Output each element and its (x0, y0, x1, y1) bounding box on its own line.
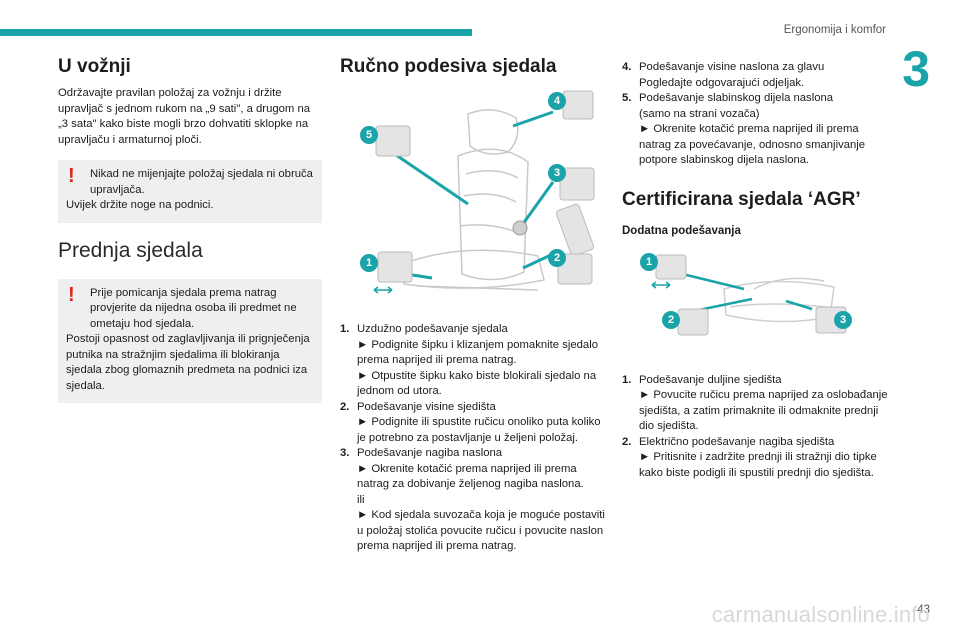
warning-box-2: ! Prije pomicanja sjedala prema natrag p… (58, 278, 322, 403)
warning-exclamation-icon: ! (68, 165, 75, 187)
agr-subtitle: Dodatna podešavanja (622, 224, 741, 237)
agr-seat-drawing (651, 254, 847, 335)
callout-2: 2 (548, 249, 566, 267)
callout-5: 5 (360, 126, 378, 144)
warning-1-text: Nikad ne mijenjajte položaj sjedala ni o… (90, 168, 313, 196)
warning-2-text: Prije pomicanja sjedala prema natrag pro… (90, 286, 297, 330)
column-middle: Ručno podesiva sjedala (340, 56, 606, 555)
page-number: 43 (917, 604, 930, 616)
list-item: 2.Podešavanje visine sjedišta► Podignite… (340, 400, 601, 444)
warning-1-rest: Uvijek držite noge na podnici. (66, 199, 214, 211)
manual-seat-steps: 1.Uzdužno podešavanje sjedala► Podignite… (340, 322, 606, 555)
list-item: 1.Podešavanje duljine sjedišta► Povucite… (622, 373, 888, 433)
warning-2-rest: Postoji opasnost od zaglavljivanja ili p… (66, 333, 310, 392)
agr-callout-2: 2 (662, 310, 680, 329)
callout-4: 4 (548, 92, 566, 110)
section-title-agr-seats: Certificirana sjedala ‘AGR’ (622, 188, 861, 210)
watermark-text: carmanualsonline.info (711, 602, 930, 627)
callout-3: 3 (548, 164, 566, 182)
agr-callout-3: 3 (834, 310, 852, 329)
driving-paragraph: Održavajte pravilan položaj za vožnju i … (58, 87, 311, 146)
list-item: 5.Podešavanje slabinskog dijela naslona(… (622, 92, 866, 166)
warning-exclamation-icon: ! (68, 283, 75, 306)
warning-box-1: ! Nikad ne mijenjajte položaj sjedala ni… (58, 160, 322, 223)
header-accent-bar (0, 29, 472, 36)
seat-adjustment-illustration: 4 5 3 1 2 (348, 86, 598, 308)
section-title-front-seats: Prednja sjedala (58, 238, 203, 262)
section-title-driving: U vožnji (58, 56, 131, 77)
chapter-header-title: Ergonomija i komfor (783, 24, 886, 36)
callout-1: 1 (360, 254, 378, 272)
column-left: U vožnji Održavajte pravilan položaj za … (58, 56, 322, 419)
chapter-number: 3 (902, 41, 930, 97)
agr-steps: 1.Podešavanje duljine sjedišta► Povucite… (622, 373, 888, 482)
list-item: 1.Uzdužno podešavanje sjedala► Podignite… (340, 323, 599, 397)
list-item: 3.Podešavanje nagiba naslona► Okrenite k… (340, 447, 605, 552)
agr-seat-illustration: 1 2 3 (634, 249, 854, 361)
list-item: 2.Električno podešavanje nagiba sjedišta… (622, 435, 877, 479)
seat-drawing (373, 90, 595, 294)
agr-callout-1: 1 (640, 252, 658, 271)
section-title-manual-seats: Ručno podesiva sjedala (340, 56, 557, 77)
